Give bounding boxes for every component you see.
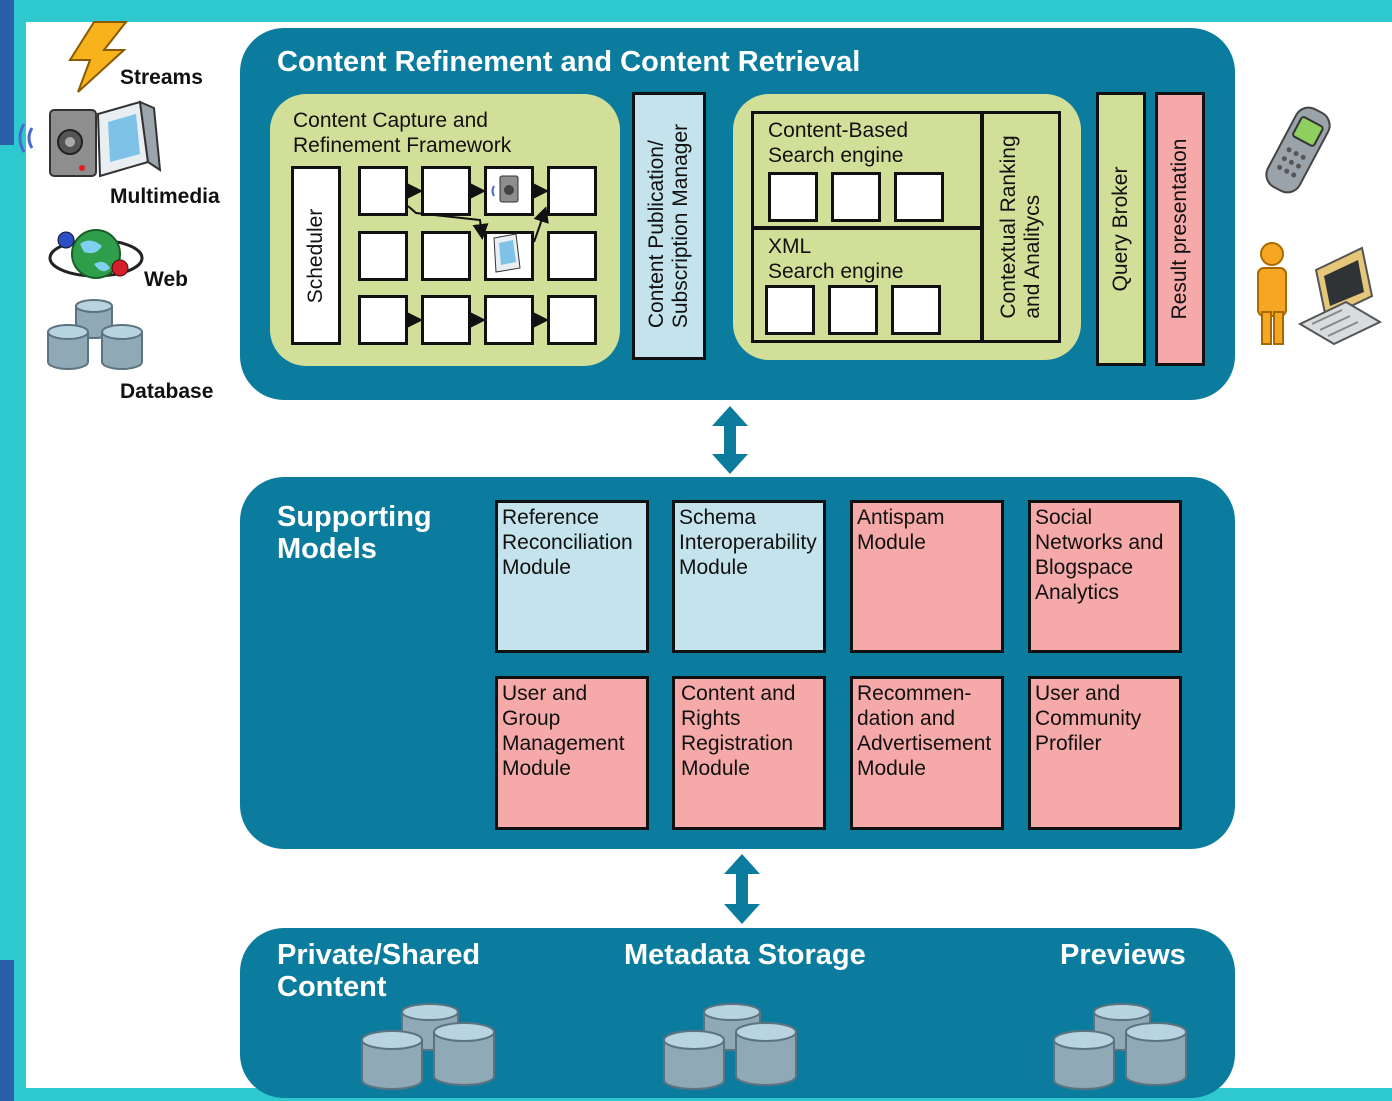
private-content-database-icon — [361, 1003, 495, 1090]
bidirectional-arrow-bottom — [724, 854, 760, 924]
metadata-database-icon — [663, 1003, 797, 1090]
contextual-ranking-box: Contextual Ranking and Analitycs — [981, 111, 1061, 343]
antispam-module: Antispam Module — [850, 500, 1004, 653]
database-label: Database — [120, 380, 214, 403]
content-based-search-label: Content-Based Search engine — [768, 119, 909, 167]
metadata-storage-title: Metadata Storage — [624, 939, 866, 971]
query-broker-label: Query Broker — [1109, 166, 1132, 292]
schema-interoperability-module: Schema Interoperability Module — [672, 500, 826, 653]
pipeline-step-video — [484, 231, 534, 281]
left-edge-top — [0, 0, 14, 145]
pipeline-step — [547, 231, 597, 281]
content-refinement-title: Content Refinement and Content Retrieval — [277, 46, 861, 78]
contextual-ranking-label: Contextual Ranking and Analitycs — [997, 135, 1044, 319]
recommendation-advertisement-module: Recommen- dation and Advertisement Modul… — [850, 676, 1004, 830]
database-icon — [47, 299, 143, 370]
multimedia-icon — [18, 100, 162, 178]
mobile-phone-icon — [1265, 106, 1331, 194]
xml-slot — [828, 285, 878, 335]
pubsub-manager-box: Content Publication/ Subscription Manage… — [632, 92, 706, 360]
reference-reconciliation-module: Reference Reconciliation Module — [495, 500, 649, 653]
pipeline-step — [358, 231, 408, 281]
search-slot — [831, 172, 881, 222]
search-slot — [768, 172, 818, 222]
pipeline-step — [358, 295, 408, 345]
pipeline-step — [421, 231, 471, 281]
xml-slot — [765, 285, 815, 335]
xml-slot — [891, 285, 941, 335]
supporting-models-title: Supporting Models — [277, 501, 432, 565]
pipeline-step — [547, 166, 597, 216]
private-shared-content-title: Private/Shared Content — [277, 939, 481, 1003]
user-group-management-module: User and Group Management Module — [495, 676, 649, 830]
search-slot — [894, 172, 944, 222]
xml-search-label: XML Search engine — [768, 235, 904, 283]
pipeline-mini-icons — [491, 175, 521, 273]
query-broker-box: Query Broker — [1096, 92, 1146, 366]
left-edge-bottom — [0, 960, 14, 1101]
user-computer-icon — [1257, 242, 1383, 346]
bidirectional-arrow-top — [712, 406, 748, 474]
social-networks-module: Social Networks and Blogspace Analytics — [1028, 500, 1182, 653]
pipeline-step — [358, 166, 408, 216]
web-icon — [48, 229, 144, 279]
user-community-profiler-module: User and Community Profiler — [1028, 676, 1182, 830]
content-rights-registration-module: Content and Rights Registration Module — [672, 676, 826, 830]
scheduler-box: Scheduler — [291, 166, 341, 345]
capture-framework-title: Content Capture and Refinement Framework — [293, 109, 512, 157]
pubsub-manager-label: Content Publication/ Subscription Manage… — [645, 123, 692, 329]
streams-label: Streams — [120, 66, 203, 89]
previews-database-icon — [1053, 1003, 1187, 1090]
streams-icon — [68, 21, 129, 93]
multimedia-label: Multimedia — [110, 185, 220, 208]
result-presentation-label: Result presentation — [1168, 138, 1191, 320]
result-presentation-box: Result presentation — [1155, 92, 1205, 366]
pipeline-step — [421, 166, 471, 216]
web-label: Web — [144, 268, 188, 291]
previews-title: Previews — [1060, 939, 1186, 971]
